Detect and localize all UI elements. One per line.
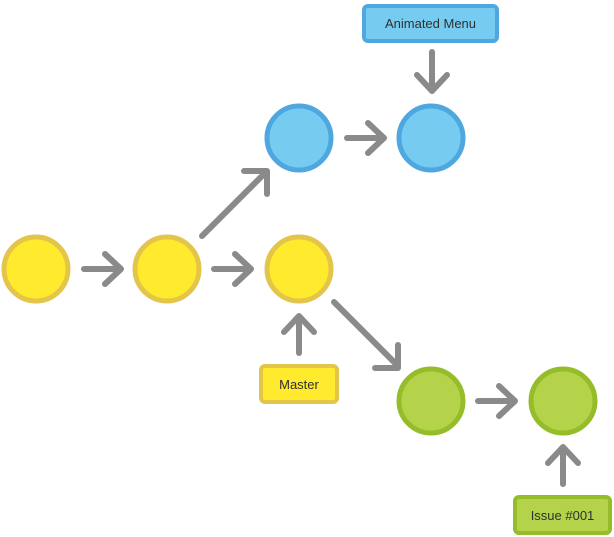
arrows [81, 49, 581, 487]
arrow-icon [475, 383, 518, 419]
issue-label: Issue #001 [531, 508, 595, 523]
master-label: Master [279, 377, 319, 392]
commit-node [396, 103, 466, 173]
master-tag: Master [259, 364, 339, 404]
animated-menu-branch [264, 103, 466, 173]
issue-branch [396, 366, 598, 436]
commit-node [132, 234, 202, 304]
commit-node [396, 366, 466, 436]
arrow-icon [545, 444, 581, 487]
master-branch [1, 234, 334, 304]
commit-node [264, 234, 334, 304]
arrow-icon [331, 299, 401, 371]
arrow-icon [199, 168, 270, 239]
commit-node [264, 103, 334, 173]
arrow-icon [81, 251, 124, 287]
commit-node [1, 234, 71, 304]
commit-node [528, 366, 598, 436]
issue-tag: Issue #001 [513, 495, 612, 535]
arrow-icon [281, 313, 317, 356]
arrow-icon [211, 251, 254, 287]
animated-menu-tag: Animated Menu [362, 4, 499, 43]
animated-menu-label: Animated Menu [385, 16, 476, 31]
arrow-icon [414, 49, 450, 94]
arrow-icon [344, 120, 387, 156]
